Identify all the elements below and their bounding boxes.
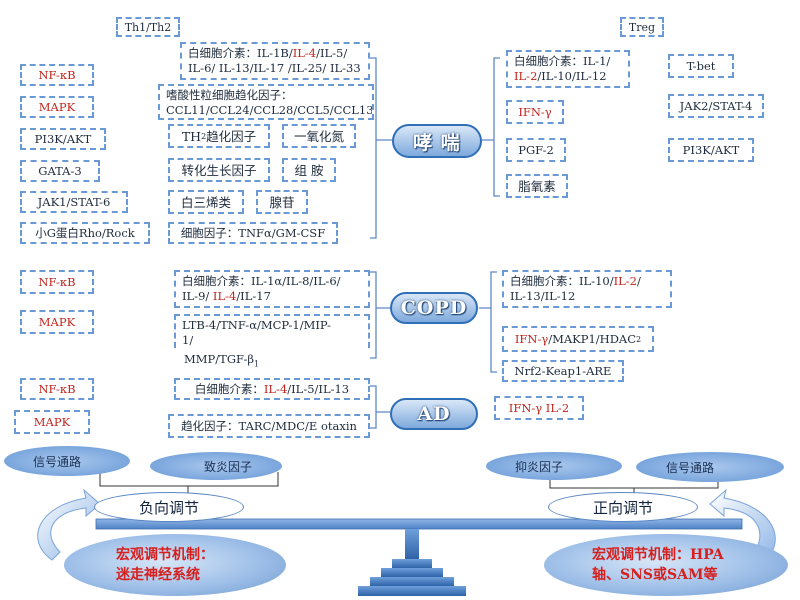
asthma-signal-mapk: MAPK: [20, 96, 94, 118]
ad-signal-nfkb: NF-κB: [20, 378, 94, 400]
right-signal-pathway-cap: 信号通路: [636, 452, 784, 482]
ad-treg-box: IFN-γ IL-2: [494, 396, 584, 420]
balance-step-1: [392, 559, 432, 568]
asthma-ifn-box: IFN-γ: [506, 100, 564, 124]
asthma-signal-nfkb: NF-κB: [20, 64, 94, 86]
left-signal-pathway-cap: 信号通路: [4, 446, 130, 476]
treg-signal-jak2: JAK2/STAT-4: [668, 94, 764, 118]
balance-post: [405, 529, 419, 559]
asthma-nitric-oxide-box: 一氧化氮: [282, 124, 356, 148]
asthma-signal-gata3: GATA-3: [20, 160, 100, 182]
ad-left-brace: [370, 385, 390, 429]
asthma-left-brace: [370, 57, 392, 239]
th1-th2-label: Th1/Th2: [116, 17, 180, 37]
asthma-pgf-box: PGF-2: [506, 138, 566, 162]
ad-signal-mapk: MAPK: [14, 410, 90, 434]
copd-interleukin-box: 白细胞介素：IL-1α/IL-8/IL-6/ IL-9/ IL-4/IL-17: [174, 270, 370, 308]
ad-hub: AD: [390, 398, 478, 430]
treg-signal-pi3k: PI3K/AKT: [668, 138, 754, 162]
asthma-hub: 哮 喘: [392, 124, 482, 158]
copd-mediator-box: LTB-4/TNF-α/MCP-1/MIP- 1/: [174, 314, 370, 348]
left-proinflammatory-cap: 致炎因子: [150, 452, 282, 480]
asthma-eosinophil-chemokine-box: 嗜酸性粒细胞趋化因子： CCL11/CCL24/CCL28/CCL5/CCL13: [158, 84, 374, 120]
asthma-interleukin-box: 白细胞介素：IL-1B/IL-4/IL-5/ IL-6/ IL-13/IL-17…: [180, 42, 370, 80]
asthma-signal-pi3k: PI3K/AKT: [20, 128, 106, 150]
copd-signal-nfkb: NF-κB: [20, 270, 94, 294]
balance-step-4: [358, 586, 466, 596]
balance-step-3: [370, 577, 454, 586]
treg-label: Treg: [620, 17, 664, 37]
negative-regulation-oval: 负向调节: [94, 492, 244, 522]
ad-chemokine-box: 趋化因子：TARC/MDC/E otaxin: [168, 414, 370, 438]
copd-mmp-text: MMP/TGF-β1: [184, 352, 260, 369]
asthma-right-brace: [482, 57, 500, 197]
asthma-signal-rho: 小G蛋白Rho/Rock: [20, 222, 150, 244]
asthma-treg-interleukin-box: 白细胞介素：IL-1/ IL-2/IL-10/IL-12: [506, 50, 630, 88]
copd-nrf2-box: Nrf2-Keap1-ARE: [502, 360, 624, 382]
right-antiinflammatory-cap: 抑炎因子: [486, 452, 622, 480]
asthma-cytokine-box: 细胞因子：TNFα/GM-CSF: [168, 222, 338, 244]
positive-regulation-oval: 正向调节: [548, 492, 698, 522]
copd-left-brace: [370, 271, 392, 359]
asthma-adenosine-box: 腺苷: [256, 190, 308, 214]
asthma-tgf-box: 转化生长因子: [168, 158, 270, 182]
copd-treg-interleukin-box: 白细胞介素：IL-10/IL-2/ IL-13/IL-12: [502, 270, 672, 308]
left-macro-mechanism: 宏观调节机制： 迷走神经系统: [64, 534, 286, 596]
treg-signal-tbet: T-bet: [668, 54, 734, 78]
copd-hub: COPD: [390, 292, 478, 324]
asthma-histamine-box: 组 胺: [282, 158, 336, 182]
balance-step-2: [381, 568, 443, 577]
asthma-signal-jak1: JAK1/STAT-6: [20, 191, 128, 213]
asthma-leukotriene-box: 白三烯类: [168, 190, 244, 214]
right-macro-mechanism: 宏观调节机制：HPA 轴、SNS或SAM等: [544, 534, 788, 596]
asthma-lipoxin-box: 脂氧素: [506, 174, 568, 198]
copd-right-brace: [479, 271, 497, 373]
ad-interleukin-box: 白细胞介素：IL-4/IL-5/IL-13: [174, 378, 370, 400]
copd-signal-mapk: MAPK: [20, 310, 94, 334]
